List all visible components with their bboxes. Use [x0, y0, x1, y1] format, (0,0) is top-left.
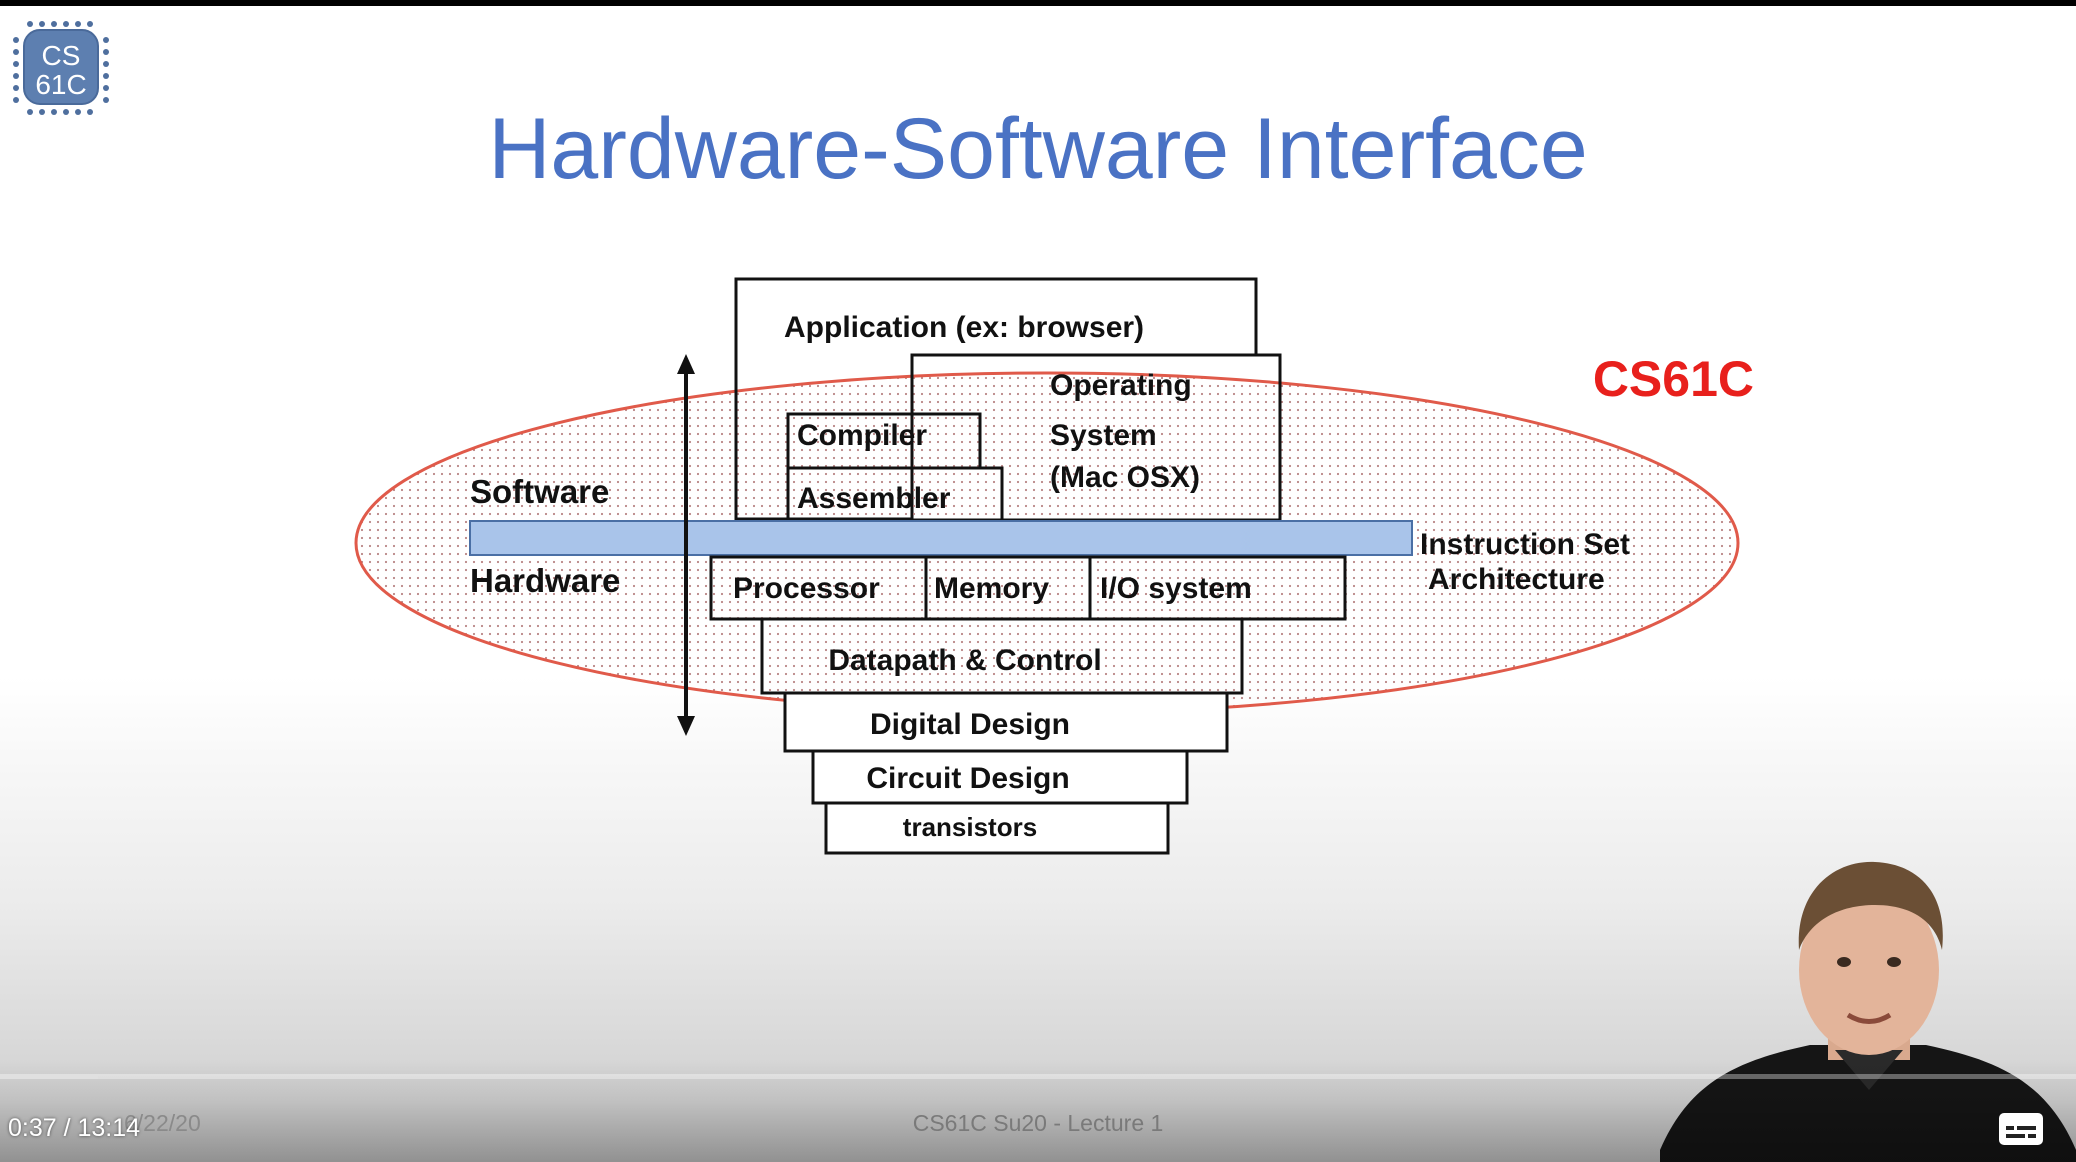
slide-date: 6/22/20 [124, 1110, 201, 1136]
circuit-design-label: Circuit Design [866, 762, 1069, 795]
captions-button[interactable] [1998, 1112, 2044, 1146]
logo-line2: 61C [35, 69, 86, 100]
isa-bar [469, 520, 1413, 556]
logo-line1: CS [42, 40, 81, 71]
course-logo: CS 61C [12, 18, 112, 118]
closed-captions-icon [1999, 1113, 2043, 1145]
course-label: CS61C [1593, 351, 1754, 407]
progress-bar[interactable] [0, 1074, 2076, 1079]
memory-label: Memory [934, 572, 1049, 605]
software-label: Software [470, 473, 609, 510]
transistors-box [824, 801, 1170, 855]
io-system-label: I/O system [1100, 572, 1252, 605]
os-label-line3: (Mac OSX) [1050, 461, 1200, 494]
isa-label-line1: Instruction Set [1420, 528, 1630, 561]
slide-footer-title: CS61C Su20 - Lecture 1 [912, 1110, 1164, 1136]
progress-bar-fill [0, 1074, 98, 1079]
transistors-label: transistors [903, 812, 1037, 842]
controls-scrim [0, 1060, 2076, 1162]
time-display: 0:37 / 13:14 [8, 1114, 141, 1142]
compiler-label: Compiler [797, 419, 927, 452]
assembler-label: Assembler [797, 482, 951, 515]
chip-logo-icon: CS 61C [13, 21, 109, 115]
digital-design-label: Digital Design [870, 708, 1070, 741]
isa-label-line2: Architecture [1428, 563, 1605, 596]
application-label: Application (ex: browser) [784, 311, 1144, 344]
speaker-video [1660, 861, 2076, 1162]
os-label-line1: Operating [1050, 369, 1192, 402]
hardware-label: Hardware [470, 562, 620, 599]
processor-label: Processor [733, 572, 880, 605]
datapath-label: Datapath & Control [828, 644, 1101, 677]
slide-title: Hardware-Software Interface [488, 101, 1588, 197]
os-label-line2: System [1050, 419, 1157, 452]
